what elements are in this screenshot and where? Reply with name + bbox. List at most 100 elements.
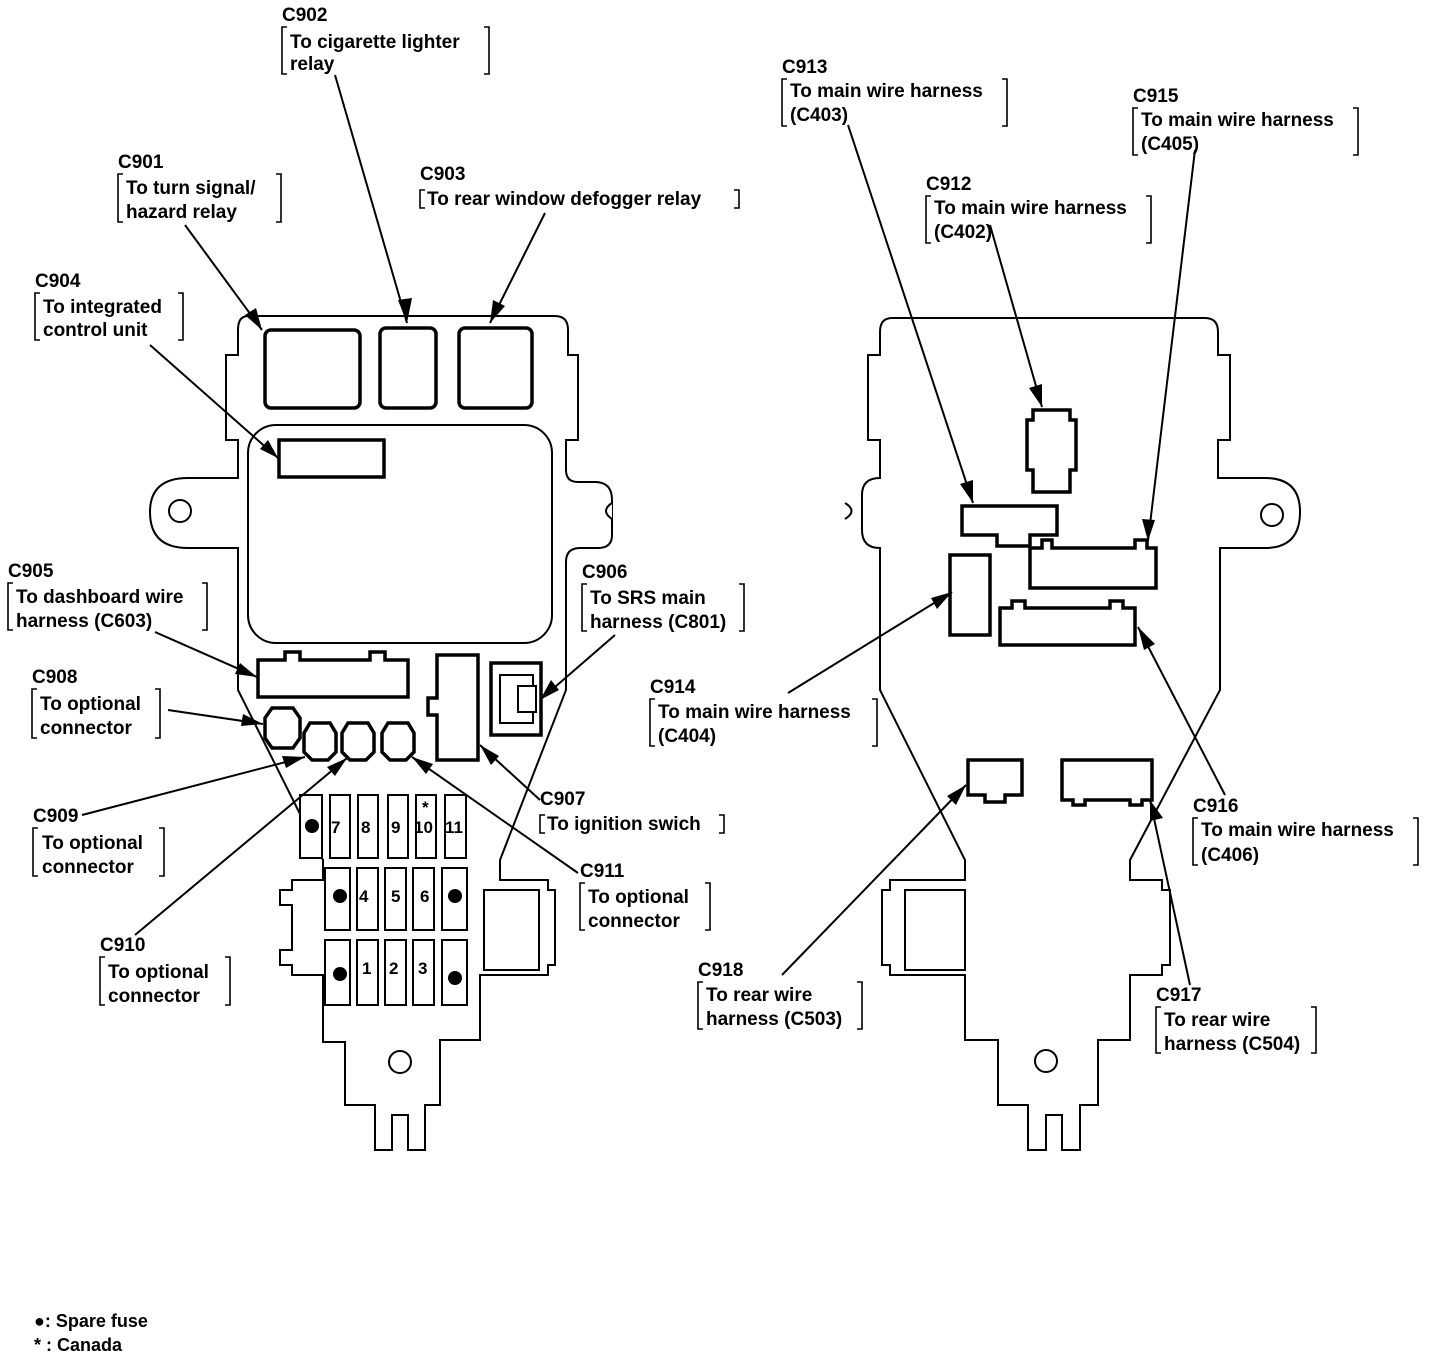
connector-c909 xyxy=(302,721,338,762)
label-c905: C905 To dashboard wire harness (C603) xyxy=(7,561,208,632)
connector-desc: relay xyxy=(290,54,335,75)
connector-desc: harness (C603) xyxy=(16,611,152,632)
connector-code: C917 xyxy=(1156,985,1201,1006)
fuse-number: 7 xyxy=(331,818,340,837)
connector-desc: To optional xyxy=(588,887,689,908)
connector-c917 xyxy=(1060,758,1154,807)
label-c907: C907 To ignition swich xyxy=(539,789,725,835)
arrowheads xyxy=(235,298,1163,821)
connector-desc: (C403) xyxy=(790,105,848,126)
connector-code: C905 xyxy=(8,561,54,582)
label-c904: C904 To integrated control unit xyxy=(34,271,184,341)
label-c908: C908 To optional connector xyxy=(31,667,161,739)
spare-fuse-dot xyxy=(333,889,347,903)
label-c909: C909 To optional connector xyxy=(32,806,165,878)
connector-code: C909 xyxy=(33,806,78,827)
integrated-control-unit xyxy=(247,424,553,644)
connector-c912 xyxy=(1025,408,1078,494)
label-c906: C906 To SRS main harness (C801) xyxy=(581,562,745,633)
fuse-number: 11 xyxy=(445,818,463,837)
connector-desc: connector xyxy=(40,718,132,739)
spare-fuse-dot xyxy=(305,819,319,833)
connector-code: C910 xyxy=(100,935,145,956)
connector-desc: connector xyxy=(108,986,200,1007)
connector-desc: To main wire harness xyxy=(658,702,851,723)
spare-fuse-dot xyxy=(448,889,462,903)
side-connector xyxy=(904,889,966,971)
spare-fuse-dot xyxy=(333,967,347,981)
connector-c907 xyxy=(426,653,480,762)
connector-desc: To optional xyxy=(42,833,143,854)
connector-c910 xyxy=(340,721,376,762)
notch xyxy=(605,502,613,520)
connector-code: C907 xyxy=(540,789,585,810)
connector-desc: harness (C801) xyxy=(590,612,726,633)
connector-desc: hazard relay xyxy=(126,202,237,223)
connector-c913 xyxy=(960,504,1059,548)
connector-c906-latch xyxy=(517,685,537,713)
connector-code: C912 xyxy=(926,174,971,195)
connector-desc: To dashboard wire xyxy=(16,587,184,608)
mounting-hole xyxy=(388,1050,412,1074)
connector-code: C915 xyxy=(1133,86,1179,107)
connector-code: C904 xyxy=(35,271,81,292)
connector-desc: To cigarette lighter xyxy=(290,32,460,53)
connector-code: C916 xyxy=(1193,796,1238,817)
side-connector xyxy=(483,889,540,971)
connector-code: C901 xyxy=(118,152,164,173)
fuse-number: 2 xyxy=(389,959,398,978)
connector-desc: To optional xyxy=(40,694,141,715)
notch xyxy=(844,502,853,520)
connector-code: C914 xyxy=(650,677,696,698)
label-c916: C916 To main wire harness (C406) xyxy=(1192,796,1419,866)
label-c915: C915 To main wire harness (C405) xyxy=(1132,86,1359,156)
connector-desc: To optional xyxy=(108,962,209,983)
connector-desc: harness (C504) xyxy=(1164,1034,1300,1055)
connector-desc: (C402) xyxy=(934,222,992,243)
connector-code: C902 xyxy=(282,5,327,26)
fuse-block: 7 8 9 * 10 11 4 5 6 1 2 3 xyxy=(299,794,468,1006)
connector-desc: To rear window defogger relay xyxy=(427,189,702,210)
connector-desc: control unit xyxy=(43,320,148,341)
mounting-hole xyxy=(1260,503,1284,527)
connector-code: C911 xyxy=(580,861,625,882)
left-fuse-box: 7 8 9 * 10 11 4 5 6 1 2 3 xyxy=(148,315,613,1151)
label-c902: C902 To cigarette lighter relay xyxy=(281,5,490,75)
connector-c908 xyxy=(263,706,302,750)
connector-desc: To main wire harness xyxy=(1201,820,1394,841)
fuse-number: 6 xyxy=(420,887,429,906)
fuse-number: 1 xyxy=(362,959,371,978)
label-c901: C901 To turn signal/ hazard relay xyxy=(117,152,282,223)
label-c903: C903 To rear window defogger relay xyxy=(419,164,740,210)
connector-c911 xyxy=(380,721,416,762)
mounting-hole xyxy=(1034,1049,1058,1073)
connector-c915 xyxy=(1028,538,1158,590)
connector-c914 xyxy=(948,553,992,637)
label-c914: C914 To main wire harness (C404) xyxy=(649,677,878,747)
right-fuse-box xyxy=(844,317,1302,1151)
mounting-hole xyxy=(168,499,192,523)
relay-c901 xyxy=(263,328,362,410)
legend: ●: Spare fuse * : Canada xyxy=(34,1311,148,1355)
label-c910: C910 To optional connector xyxy=(99,935,231,1007)
relay-c903 xyxy=(457,326,534,410)
connector-c905 xyxy=(256,650,410,699)
connector-code: C913 xyxy=(782,57,827,78)
fuse-number: 8 xyxy=(361,818,370,837)
connector-desc: connector xyxy=(42,857,134,878)
connector-desc: To ignition swich xyxy=(547,814,701,835)
connector-c916 xyxy=(998,599,1137,647)
fuse-number: 5 xyxy=(391,887,400,906)
connector-c904 xyxy=(277,438,386,479)
connector-code: C918 xyxy=(698,960,743,981)
connector-desc: To main wire harness xyxy=(790,81,983,102)
spare-fuse-dot xyxy=(448,971,462,985)
connector-desc: harness (C503) xyxy=(706,1009,842,1030)
connector-desc: To rear wire xyxy=(706,985,812,1006)
connector-desc: (C405) xyxy=(1141,134,1199,155)
label-c913: C913 To main wire harness (C403) xyxy=(781,57,1008,127)
connector-desc: To SRS main xyxy=(590,588,706,609)
connector-desc: connector xyxy=(588,911,680,932)
label-c911: C911 To optional connector xyxy=(579,861,711,932)
